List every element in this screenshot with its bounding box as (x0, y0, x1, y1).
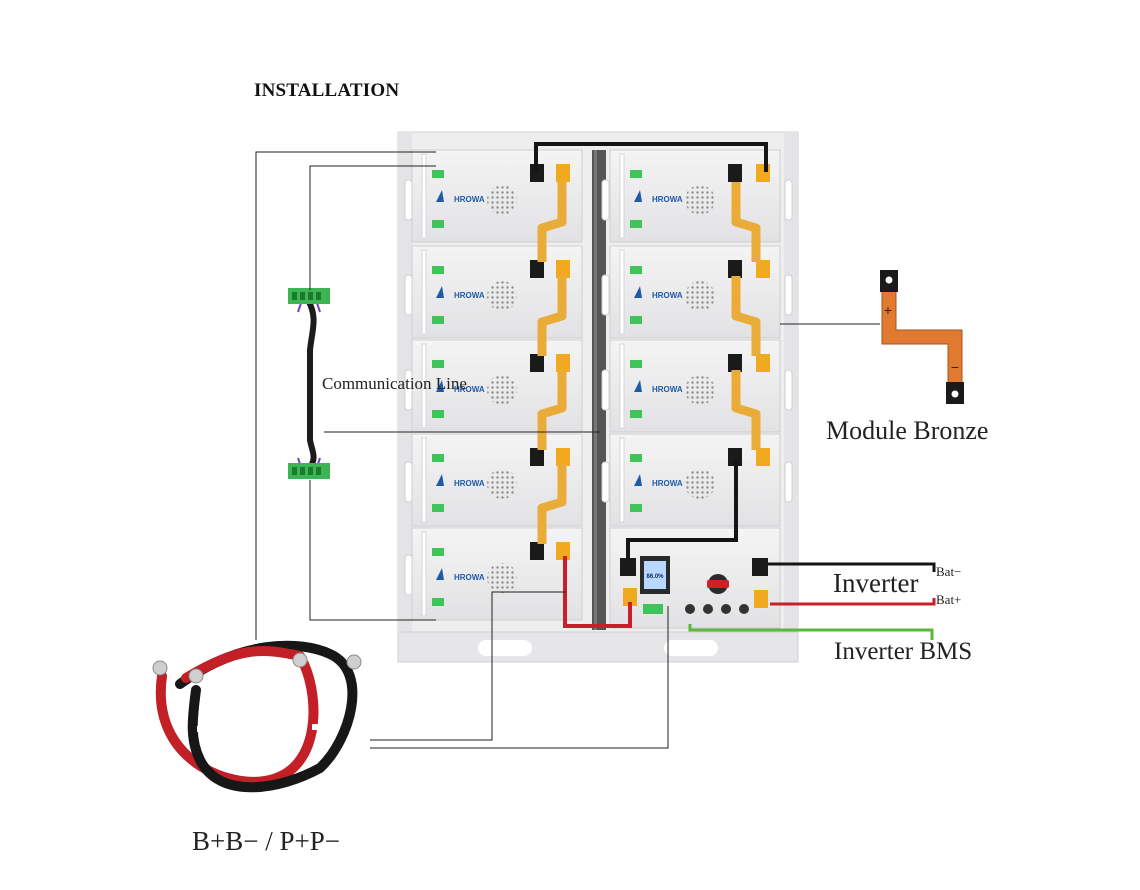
inverter-wires (688, 562, 936, 640)
bronze-minus-mark: − (951, 359, 959, 375)
module-comm-connector (432, 504, 444, 512)
module-brand-logo: HROWA (454, 573, 485, 582)
battery-modules: HROWA HROWA HROWA HROWA HROWA HROWA HROWA HROWA… (411, 149, 781, 621)
module-comm-connector (630, 220, 642, 228)
lcd-soc: 86.0% (646, 574, 664, 580)
module-comm-connector (432, 410, 444, 418)
module-comm-connector (630, 410, 642, 418)
communication-cable (288, 288, 330, 479)
brand-mark-icon (436, 568, 444, 580)
module-terminal-positive (756, 448, 770, 466)
module-terminal-negative (530, 448, 544, 466)
module-comm-connector (432, 316, 444, 324)
bronze-plus-mark: + (884, 302, 892, 318)
module-comm-connector (432, 170, 444, 178)
label-module-bronze: Module Bronze (826, 416, 989, 445)
module-comm-connector (630, 360, 642, 368)
module-vent (685, 469, 715, 499)
module-brand-logo: HROWA (652, 291, 683, 300)
module-terminal-positive (756, 354, 770, 372)
module-terminal-negative (728, 354, 742, 372)
battery-module: HROWA (411, 433, 583, 527)
brand-mark-icon (634, 286, 642, 298)
module-brand-logo: HROWA (652, 195, 683, 204)
module-terminal-positive (756, 260, 770, 278)
battery-module: HROWA (609, 433, 781, 527)
module-comm-connector (630, 170, 642, 178)
module-terminal-negative (530, 354, 544, 372)
brand-mark-icon (634, 190, 642, 202)
module-vent (487, 281, 517, 311)
module-vent (487, 563, 517, 593)
module-vent (487, 469, 517, 499)
module-bronze: + − (880, 270, 964, 404)
module-terminal-negative (728, 448, 742, 466)
module-brand-logo: HROWA (454, 195, 485, 204)
module-comm-connector (630, 316, 642, 324)
brand-mark-icon (436, 286, 444, 298)
module-terminal-positive (556, 354, 570, 372)
module-vent (487, 185, 517, 215)
module-terminal-positive (556, 164, 570, 182)
module-terminal-negative (728, 164, 742, 182)
label-inverter: Inverter (833, 568, 919, 598)
label-bat-plus: Bat+ (936, 592, 962, 607)
module-terminal-negative (728, 260, 742, 278)
module-comm-connector (432, 598, 444, 606)
module-comm-connector (630, 504, 642, 512)
battery-module: HROWA (411, 339, 583, 433)
module-terminal-negative (530, 260, 544, 278)
brand-mark-icon (436, 380, 444, 392)
module-comm-connector (432, 548, 444, 556)
battery-module: HROWA (411, 245, 583, 339)
module-comm-connector (432, 360, 444, 368)
label-inverter-bms: Inverter BMS (834, 638, 973, 665)
module-brand-logo: HROWA (454, 479, 485, 488)
label-bat-minus: Bat− (936, 564, 962, 579)
brand-mark-icon (634, 380, 642, 392)
module-terminal-positive (556, 260, 570, 278)
brand-mark-icon (436, 474, 444, 486)
page-title: INSTALLATION (254, 80, 400, 101)
module-brand-logo: HROWA (454, 385, 485, 394)
rack-power-cables (534, 142, 768, 628)
module-brand-logo: HROWA (652, 385, 683, 394)
module-comm-connector (432, 266, 444, 274)
label-power-cables: B+B− / P+P− (192, 826, 340, 856)
module-vent (487, 375, 517, 405)
battery-power-cables (152, 640, 362, 793)
cable-lugs (152, 652, 362, 684)
module-brand-logo: HROWA (454, 291, 485, 300)
rack-rails (404, 179, 793, 596)
module-comm-connector (630, 454, 642, 462)
bms-control-box: 86.0% (609, 527, 781, 629)
module-comm-connector (432, 454, 444, 462)
module-vent (685, 185, 715, 215)
bms-port-connector (643, 604, 663, 614)
battery-module: HROWA (411, 527, 583, 621)
leader-lines (255, 151, 880, 749)
module-vent (685, 281, 715, 311)
label-communication-line: Communication Line (322, 374, 467, 393)
brand-mark-icon (436, 190, 444, 202)
module-terminal-negative (530, 542, 544, 560)
module-terminal-positive (556, 542, 570, 560)
module-vent (685, 375, 715, 405)
module-terminal-positive (556, 448, 570, 466)
brand-mark-icon (634, 474, 642, 486)
module-terminal-negative (530, 164, 544, 182)
module-comm-connector (432, 220, 444, 228)
module-brand-logo: HROWA (652, 479, 683, 488)
module-comm-connector (630, 266, 642, 274)
